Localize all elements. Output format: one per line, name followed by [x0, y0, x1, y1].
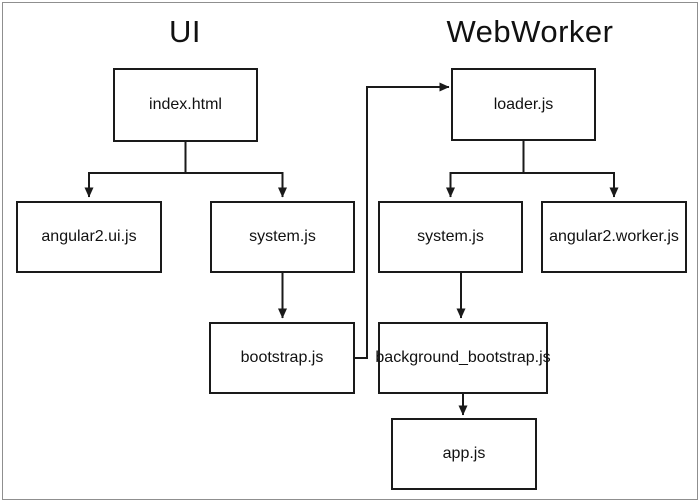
node-angular2-worker-js: angular2.worker.js: [541, 201, 687, 273]
edge-indexhtml-to-angular2ui: [89, 172, 283, 197]
node-index-html-label: index.html: [149, 96, 222, 113]
edge-bootstrap-to-loader: [355, 82, 450, 359]
node-app-js-label: app.js: [442, 445, 486, 462]
node-angular2-ui-js-label: angular2.ui.js: [41, 228, 137, 245]
node-app-js: app.js: [391, 418, 537, 490]
node-background-bootstrap-js: background_bootstrap.js: [375, 322, 551, 394]
edge-loader-to-angular2worker: [450, 172, 615, 197]
node-system-js-ui: system.js: [210, 201, 355, 273]
node-angular2-worker-js-label: angular2.worker.js: [549, 228, 679, 245]
node-bootstrap-js: bootstrap.js: [209, 322, 355, 394]
node-system-js-ui-label: system.js: [249, 228, 316, 245]
section-title-webworker: WebWorker: [446, 14, 614, 49]
edge-indexhtml-to-systemui: [89, 172, 283, 197]
node-loader-js: loader.js: [451, 68, 596, 141]
node-loader-js-label: loader.js: [493, 95, 554, 113]
section-title-ui: UI: [169, 14, 201, 49]
node-index-html: index.html: [113, 68, 258, 142]
node-background-bootstrap-js-label: background_bootstrap.js: [375, 349, 551, 366]
node-system-js-worker-label: system.js: [417, 228, 484, 245]
node-bootstrap-js-label: bootstrap.js: [240, 349, 324, 366]
node-angular2-ui-js: angular2.ui.js: [16, 201, 162, 273]
edge-loader-to-systemworker: [451, 172, 614, 197]
node-system-js-worker: system.js: [378, 201, 523, 273]
